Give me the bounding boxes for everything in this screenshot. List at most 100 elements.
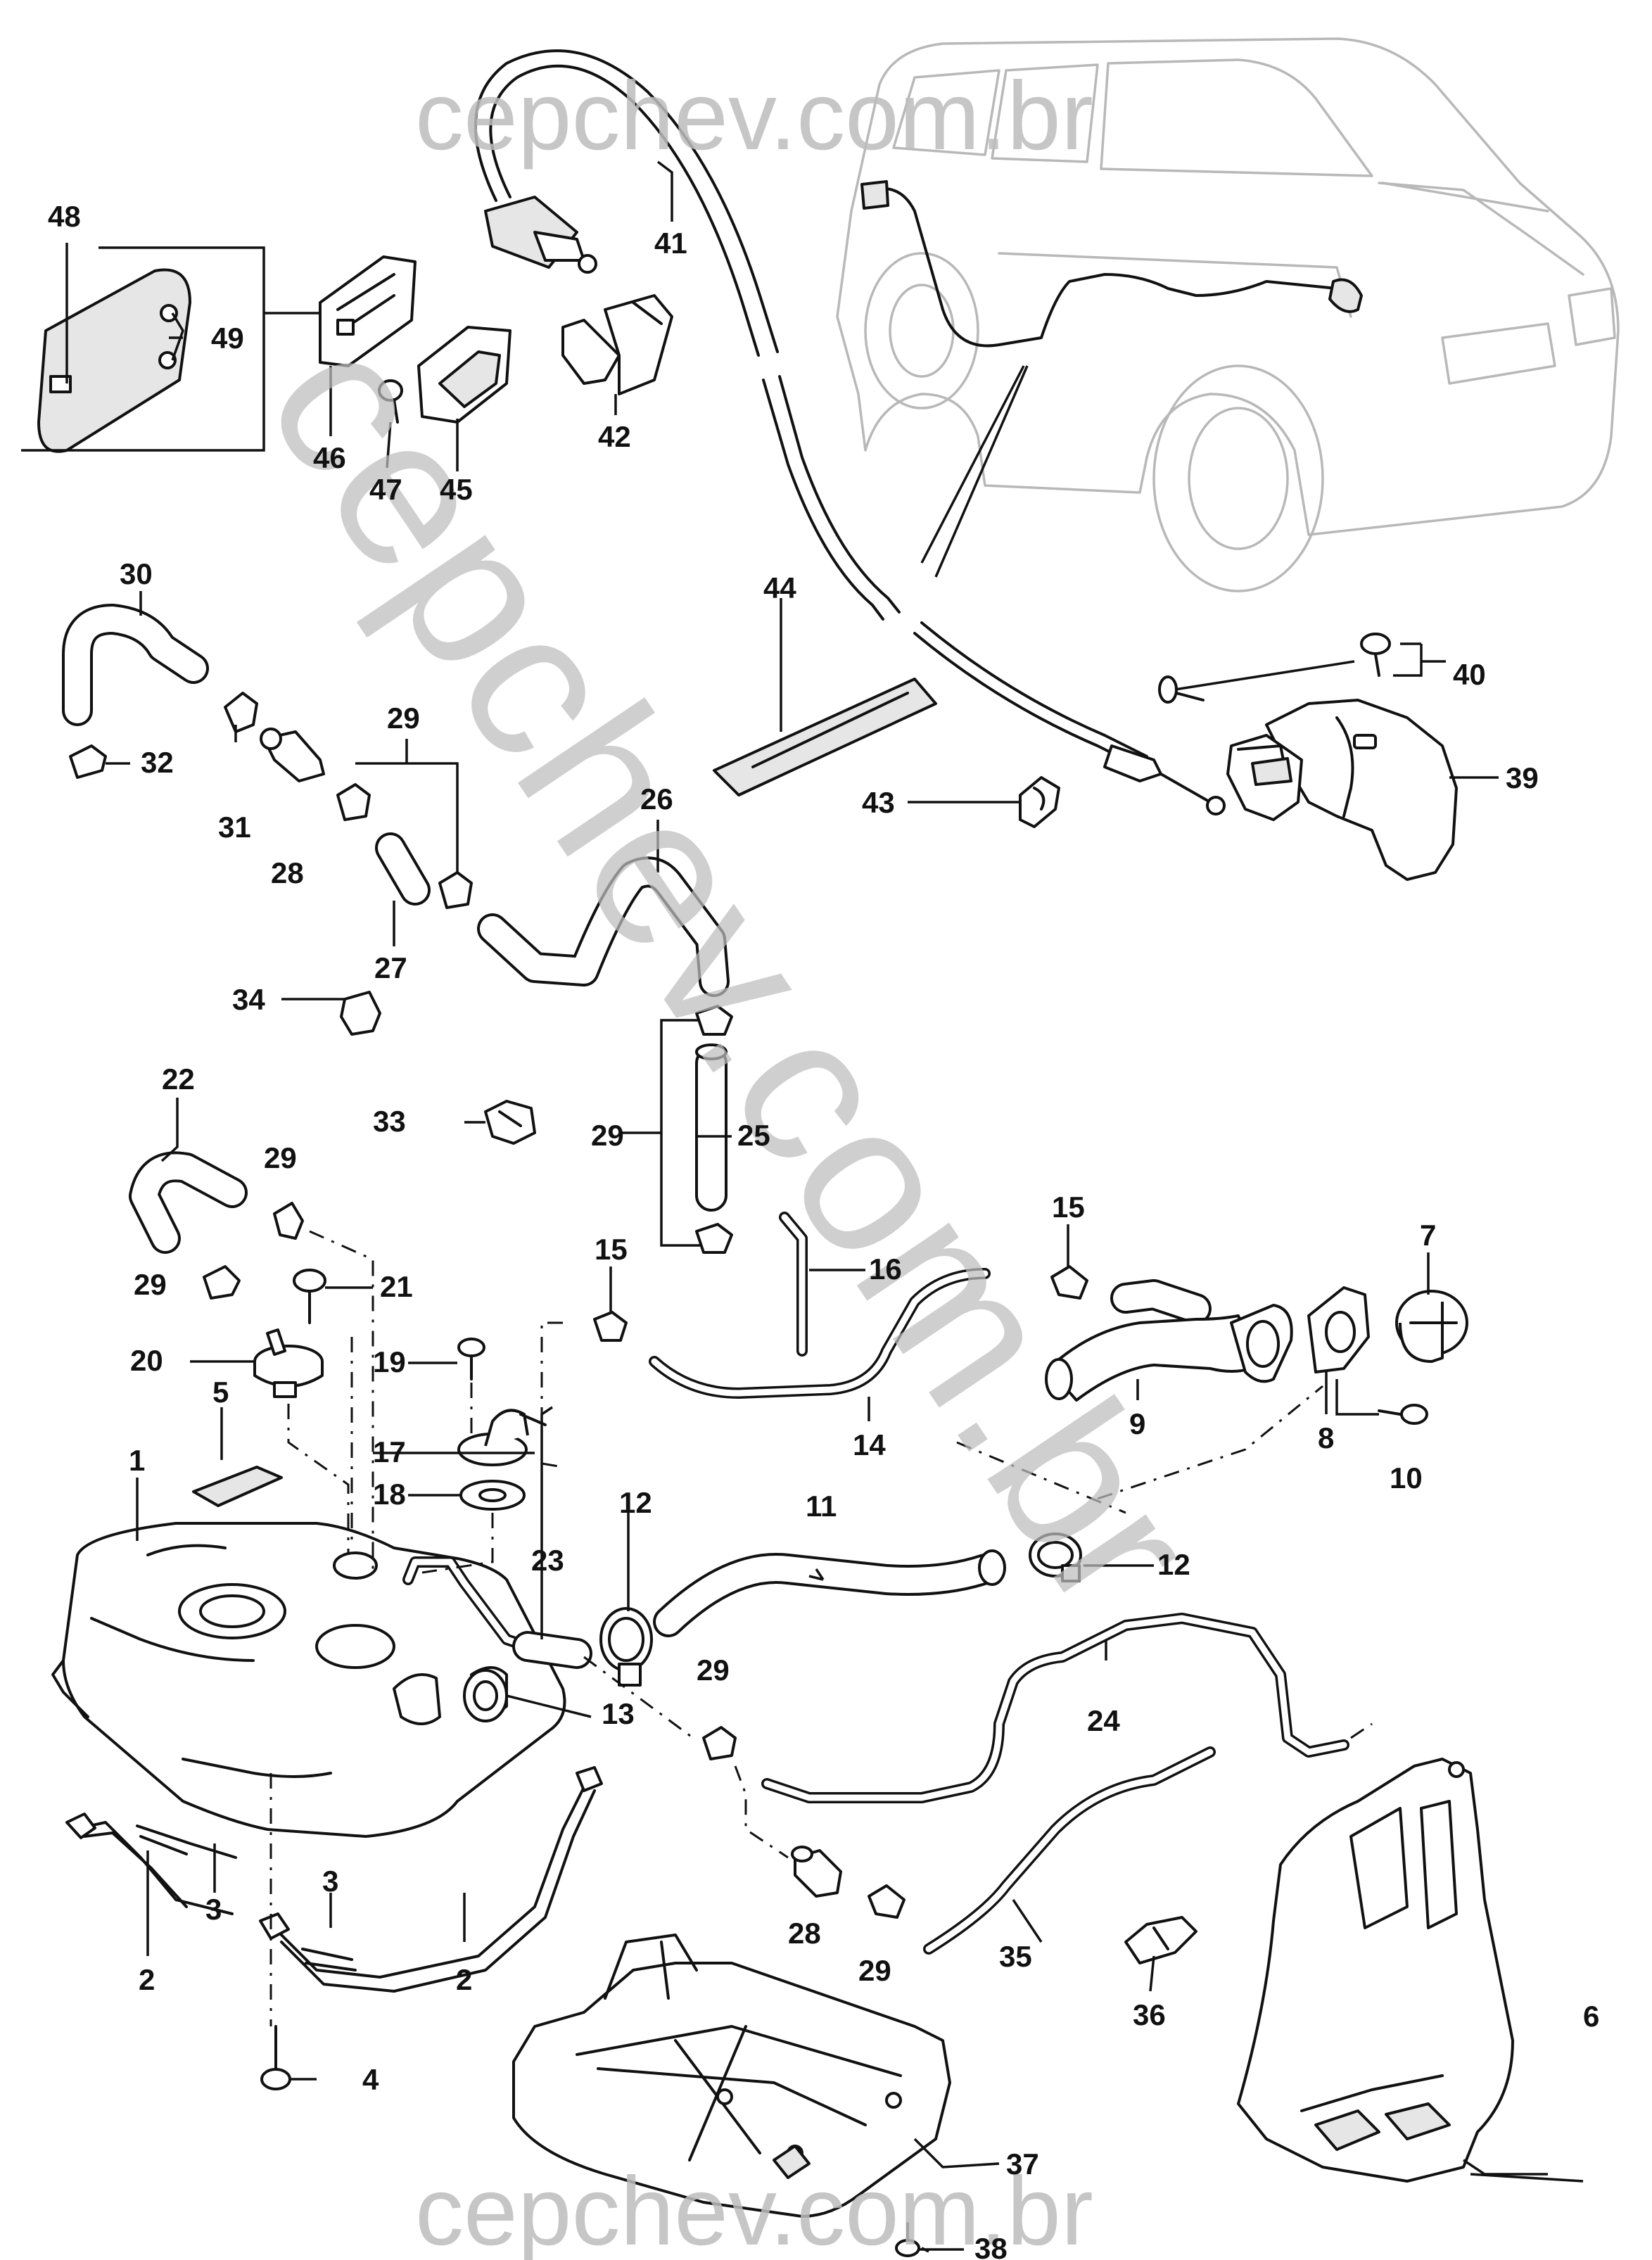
callout-30: 30	[120, 557, 153, 590]
clamp-15-b	[1050, 1265, 1088, 1300]
callout-40: 40	[1453, 658, 1486, 691]
rod-16	[779, 1212, 808, 1357]
callout-29-hose22: 29	[264, 1141, 297, 1174]
fuel-tank-1	[51, 1522, 566, 1838]
bolt-47	[378, 379, 403, 424]
watermark-top: cepchev.com.br	[415, 62, 1093, 170]
callout-41: 41	[654, 227, 687, 260]
callout-37: 37	[1006, 2147, 1039, 2180]
callout-43: 43	[862, 786, 895, 819]
callout-6: 6	[1583, 2000, 1599, 2033]
fastener-49	[158, 304, 178, 369]
access-cover-48	[37, 268, 191, 453]
hose-35	[923, 1746, 1216, 1955]
lock-actuator-45	[417, 326, 512, 424]
callout-26: 26	[640, 782, 673, 815]
callout-16: 16	[869, 1252, 902, 1285]
hose-26	[477, 856, 730, 997]
callout-20: 20	[130, 1344, 163, 1377]
callout-33: 33	[373, 1105, 406, 1138]
callout-15-right: 15	[1052, 1191, 1085, 1224]
cable-end-left	[860, 180, 889, 210]
tank-strap-2-left	[65, 1813, 234, 1915]
valve-28-lower	[791, 1846, 842, 1898]
valve-28-upper	[260, 728, 325, 782]
tank-strap-2-right	[259, 1766, 603, 1993]
callout-12-right: 12	[1157, 1548, 1190, 1581]
fuel-pump-cover-17	[457, 1409, 547, 1466]
bracket-46	[319, 255, 417, 367]
callout-27: 27	[374, 951, 407, 984]
screw-10	[1378, 1404, 1428, 1425]
filler-neck-9	[1045, 1279, 1293, 1402]
filler-hose-11	[653, 1549, 1006, 1637]
clamp-29-f	[203, 1265, 241, 1300]
callout-32: 32	[141, 746, 174, 779]
callout-labels: 1 2 2 3 3 4 5 6 7 8 9 10 11 12 12 13 14 …	[48, 200, 1599, 2260]
clip-34	[340, 991, 381, 1036]
callout-18: 18	[373, 1478, 406, 1511]
seal-8	[1307, 1286, 1370, 1373]
screw-19	[457, 1338, 485, 1380]
bracket-frame	[21, 246, 320, 452]
hose-27	[375, 832, 431, 906]
release-switch-icon	[484, 196, 597, 274]
callout-29-left: 29	[134, 1268, 167, 1301]
insulator-pad-44	[713, 678, 937, 796]
bolt-21	[293, 1269, 326, 1324]
clip-36	[1124, 1916, 1197, 1964]
grommet-13	[463, 1669, 508, 1722]
callout-23: 23	[531, 1544, 564, 1577]
callout-7: 7	[1420, 1219, 1436, 1252]
callout-48: 48	[48, 200, 81, 233]
callout-15-left: 15	[595, 1233, 628, 1266]
sender-unit-20	[253, 1328, 324, 1398]
clip-33	[484, 1100, 536, 1145]
fuel-door-release-cable	[474, 49, 1226, 815]
fuel-door-housing-39	[1226, 699, 1458, 881]
vent-pipe-24	[761, 1613, 1349, 1803]
callout-29-upper: 29	[387, 702, 420, 735]
cable-clip-43	[1019, 776, 1060, 828]
callout-13: 13	[602, 1697, 635, 1730]
clamp-12-left	[599, 1607, 653, 1687]
callout-12-left: 12	[619, 1486, 652, 1519]
clamp-12-right	[1029, 1532, 1082, 1582]
callout-46: 46	[313, 441, 346, 474]
bolt-38	[895, 2222, 920, 2257]
clamp-29-g	[702, 1726, 737, 1760]
callout-11: 11	[806, 1490, 837, 1523]
gasket-18	[459, 1480, 526, 1511]
callout-38: 38	[974, 2232, 1008, 2260]
callout-39: 39	[1506, 761, 1539, 794]
callout-21: 21	[380, 1270, 413, 1303]
clamp-29-c	[695, 1005, 733, 1036]
callout-44: 44	[763, 571, 796, 604]
strap-bracket-3-right	[301, 1948, 357, 1972]
strap-bracket-3-left	[136, 1824, 237, 1859]
callout-3-right: 3	[322, 1865, 338, 1898]
clamp-29-h	[868, 1884, 906, 1919]
cable-clip-42	[561, 294, 673, 395]
clip-31	[224, 692, 258, 733]
bolt-4	[260, 2025, 291, 2090]
release-cable-route	[871, 187, 1338, 348]
callout-34: 34	[232, 983, 265, 1016]
callout-9: 9	[1129, 1407, 1145, 1440]
heat-shield-6	[1237, 1758, 1514, 2183]
callout-31: 31	[218, 811, 251, 844]
callout-22: 22	[162, 1062, 195, 1096]
callout-leaders	[65, 160, 1584, 2253]
clamp-29-d	[695, 1223, 733, 1254]
callout-1: 1	[129, 1444, 145, 1477]
callout-24: 24	[1087, 1704, 1120, 1737]
callout-29-mid: 29	[591, 1119, 624, 1152]
callout-29-tank: 29	[697, 1653, 730, 1687]
callout-35: 35	[999, 1940, 1032, 1973]
callout-36: 36	[1133, 1998, 1166, 2031]
hose-23-end	[512, 1631, 592, 1669]
clamp-29-a	[336, 783, 371, 821]
callout-2-right: 2	[456, 1963, 472, 1996]
callout-29-lower: 29	[858, 1954, 891, 1987]
callout-45: 45	[440, 473, 473, 506]
